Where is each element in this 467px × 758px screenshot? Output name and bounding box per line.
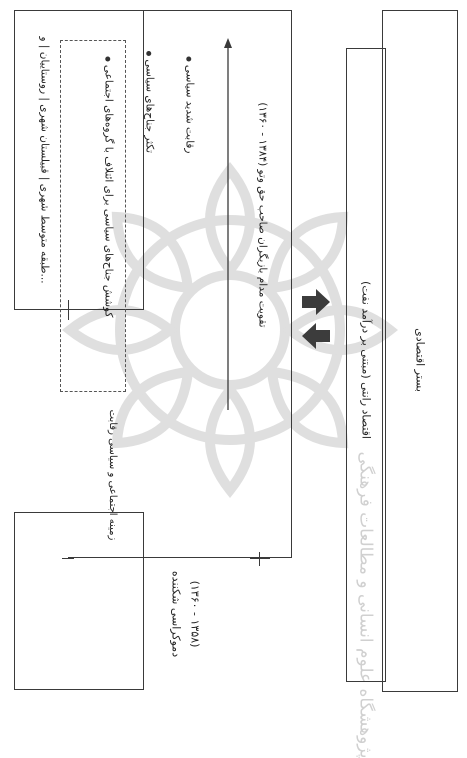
rentier-economy-box	[346, 48, 386, 682]
connector-tick-right	[250, 558, 270, 559]
democracy-box	[14, 512, 144, 690]
economic-context-label: بستر اقتصادی	[413, 328, 427, 392]
veto-arrow	[224, 38, 232, 410]
watermark-rosette	[61, 161, 399, 499]
connector-right-vertical	[259, 552, 260, 566]
political-context-box	[68, 10, 292, 558]
connector-tick-left	[62, 558, 74, 559]
double-arrows	[302, 289, 330, 349]
arrow-left-icon	[302, 323, 330, 349]
rentier-economy-label: اقتصاد رانتی (مبتنی بر درآمد نفت)	[359, 281, 373, 439]
connector-left-vertical	[68, 300, 69, 320]
arrow-right-icon	[302, 289, 330, 315]
coalition-dashed-box	[60, 40, 126, 392]
economic-context-outer-box	[382, 10, 458, 692]
